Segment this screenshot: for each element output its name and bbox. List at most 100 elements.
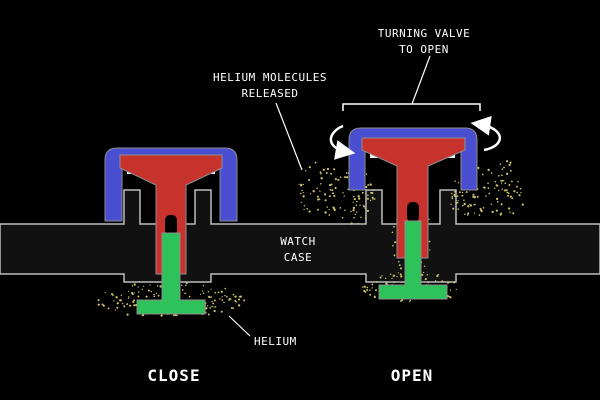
helium-dot	[133, 292, 135, 294]
helium-dot	[344, 209, 346, 211]
helium-dot	[329, 189, 332, 191]
helium-dot	[331, 189, 334, 192]
helium-dot	[435, 280, 437, 282]
helium-dot	[320, 177, 323, 180]
helium-dot	[345, 176, 349, 179]
watch-case-label-line1: WATCH	[280, 235, 316, 248]
helium-dot	[469, 204, 473, 207]
helium-dot	[497, 174, 500, 177]
helium-dot	[451, 195, 454, 198]
helium-dot	[298, 183, 300, 185]
helium-dot	[451, 197, 454, 200]
helium-label: HELIUM	[254, 335, 297, 348]
helium-dot	[202, 290, 204, 292]
helium-dot	[490, 172, 493, 174]
helium-dot	[521, 203, 524, 206]
helium-dot	[498, 189, 500, 192]
helium-dot	[501, 188, 503, 190]
helium-dot	[359, 204, 361, 206]
helium-dot	[423, 265, 426, 267]
helium-dot	[211, 300, 214, 303]
helium-dot	[328, 214, 331, 216]
helium-dot	[369, 199, 372, 202]
helium-dot	[398, 261, 400, 263]
helium-dot	[357, 222, 359, 224]
helium-dot	[490, 203, 493, 206]
helium-dot	[334, 186, 337, 190]
helium-dot	[499, 163, 502, 166]
helium-dot	[344, 176, 346, 179]
helium-dot	[232, 293, 235, 296]
helium-dot	[469, 203, 471, 206]
helium-dot	[308, 178, 311, 182]
helium-dot	[393, 225, 395, 228]
helium-dot	[173, 314, 175, 317]
helium-dot	[306, 207, 309, 210]
helium-dot	[137, 286, 139, 288]
helium-dot	[361, 191, 364, 194]
helium-dot	[309, 193, 312, 195]
helium-dot	[503, 166, 505, 169]
helium-dot	[495, 197, 499, 201]
helium-dot	[364, 290, 367, 293]
helium-dot	[207, 305, 209, 307]
helium-dot	[113, 300, 115, 302]
helium-dot	[350, 210, 352, 213]
helium-dot	[393, 281, 395, 284]
helium-dot	[302, 183, 304, 186]
helium-dot	[507, 192, 510, 195]
helium-dot	[156, 285, 159, 287]
base-closed	[136, 232, 206, 315]
helium-dot	[330, 183, 333, 186]
helium-dot	[361, 286, 364, 288]
helium-dot	[476, 195, 479, 198]
helium-dot	[392, 274, 395, 277]
helium-dot	[449, 296, 452, 299]
helium-dot	[132, 300, 135, 304]
helium-dot	[429, 249, 431, 251]
helium-dot	[210, 288, 212, 290]
helium-dot	[436, 275, 439, 278]
helium-dot	[180, 284, 183, 287]
helium-dot	[364, 217, 367, 219]
helium-dot	[360, 216, 362, 219]
helium-dot	[389, 273, 392, 275]
helium-dot	[341, 216, 344, 219]
helium-dot	[352, 201, 354, 203]
stem-closed	[119, 154, 223, 275]
helium-dot	[506, 160, 509, 163]
helium-dot	[302, 195, 305, 198]
helium-dot	[501, 168, 504, 170]
helium-dot	[207, 291, 210, 293]
helium-dot	[104, 292, 106, 294]
helium-dot	[235, 300, 237, 303]
helium-dot	[367, 184, 370, 186]
helium-dot	[188, 295, 191, 298]
helium-dot	[381, 275, 383, 277]
rotate-ccw-arrow-icon	[329, 124, 356, 160]
helium-dot	[391, 277, 393, 280]
helium-dot	[426, 274, 429, 276]
helium-dot	[160, 314, 163, 317]
helium-dot	[102, 304, 105, 307]
helium-dot	[519, 187, 522, 190]
helium-dot	[314, 161, 317, 164]
helium-dot	[508, 163, 511, 167]
helium-dot	[320, 183, 322, 185]
helium-dot	[513, 190, 516, 193]
helium-dot	[457, 208, 460, 210]
helium-dot	[505, 189, 508, 192]
helium-dot	[97, 299, 100, 302]
helium-dot	[243, 299, 246, 302]
helium-dot	[228, 299, 230, 301]
helium-dot	[457, 182, 460, 184]
helium-dot	[101, 303, 104, 305]
helium-dot	[300, 201, 302, 204]
helium-dot	[455, 288, 457, 291]
turning-valve-bracket	[342, 103, 481, 111]
helium-dot	[325, 172, 328, 174]
helium-dot	[120, 299, 123, 302]
helium-dot	[409, 300, 411, 302]
helium-released-label-line2: RELEASED	[242, 87, 299, 100]
helium-dot	[428, 218, 430, 220]
